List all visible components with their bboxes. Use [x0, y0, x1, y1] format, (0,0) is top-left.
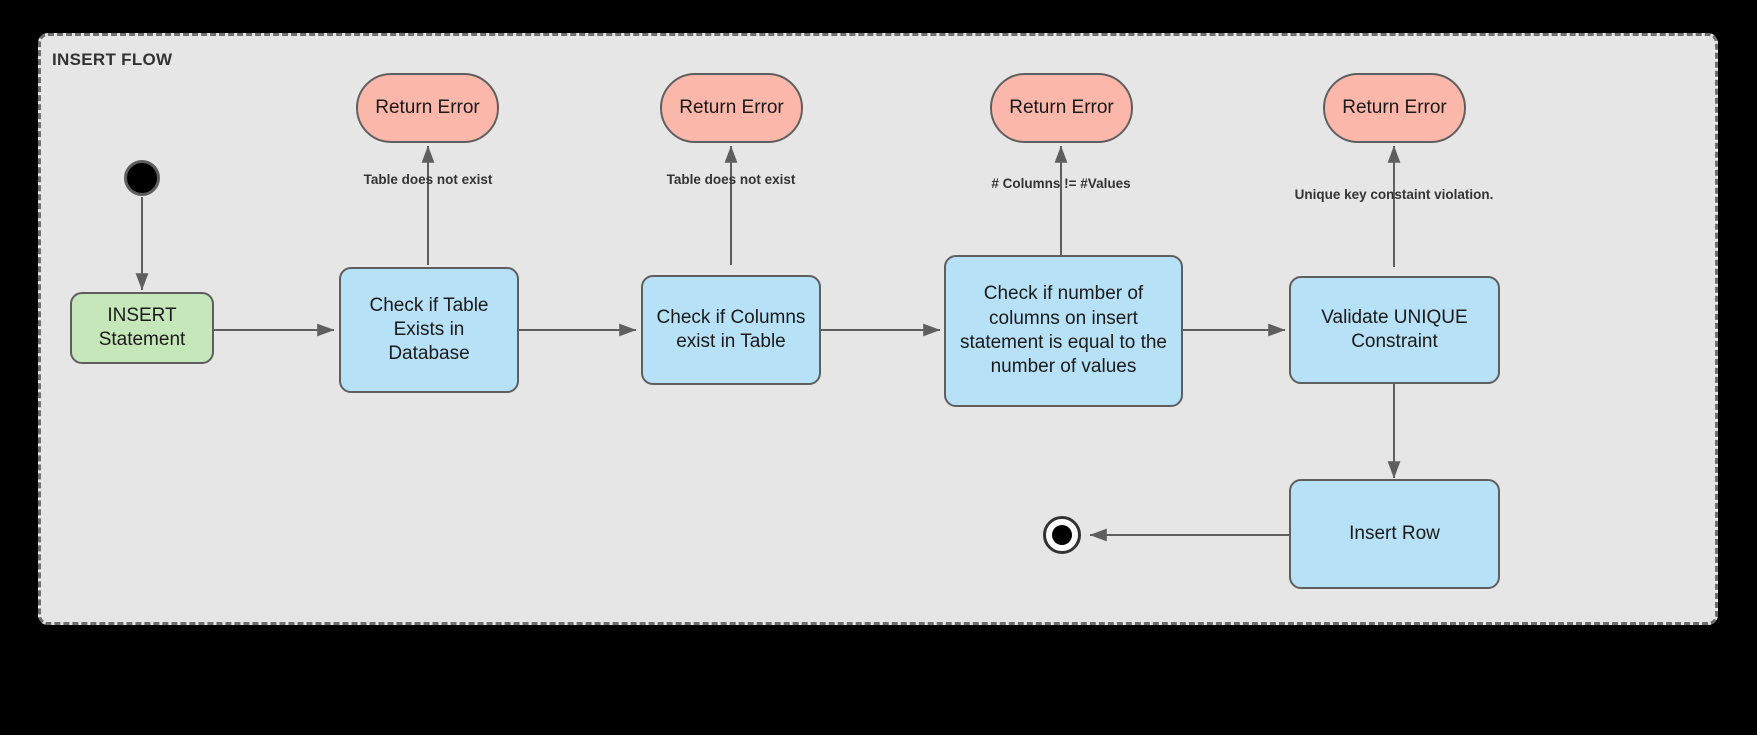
edge-label-unique-violation: Unique key constaint violation.	[1294, 187, 1494, 202]
page-title: INSERT FLOW	[52, 50, 173, 69]
node-validate-unique-constraint[interactable]: Validate UNIQUE Constraint	[1289, 276, 1500, 384]
node-return-error-1[interactable]: Return Error	[356, 73, 499, 143]
end-node[interactable]	[1043, 516, 1081, 554]
node-return-error-4[interactable]: Return Error	[1323, 73, 1466, 143]
end-node-inner-dot	[1052, 525, 1072, 545]
edge-label-table-not-exist-2: Table does not exist	[666, 172, 796, 187]
edge-label-column-count-mismatch: # Columns != #Values	[991, 176, 1131, 191]
node-insert-row[interactable]: Insert Row	[1289, 479, 1500, 589]
edge-label-table-not-exist-1: Table does not exist	[363, 172, 493, 187]
start-node[interactable]	[124, 160, 160, 196]
node-return-error-2[interactable]: Return Error	[660, 73, 803, 143]
node-return-error-3[interactable]: Return Error	[990, 73, 1133, 143]
node-insert-statement[interactable]: INSERT Statement	[70, 292, 214, 364]
node-check-columns-exist[interactable]: Check if Columns exist in Table	[641, 275, 821, 385]
node-check-column-count[interactable]: Check if number of columns on insert sta…	[944, 255, 1183, 407]
node-check-table-exists[interactable]: Check if Table Exists in Database	[339, 267, 519, 393]
